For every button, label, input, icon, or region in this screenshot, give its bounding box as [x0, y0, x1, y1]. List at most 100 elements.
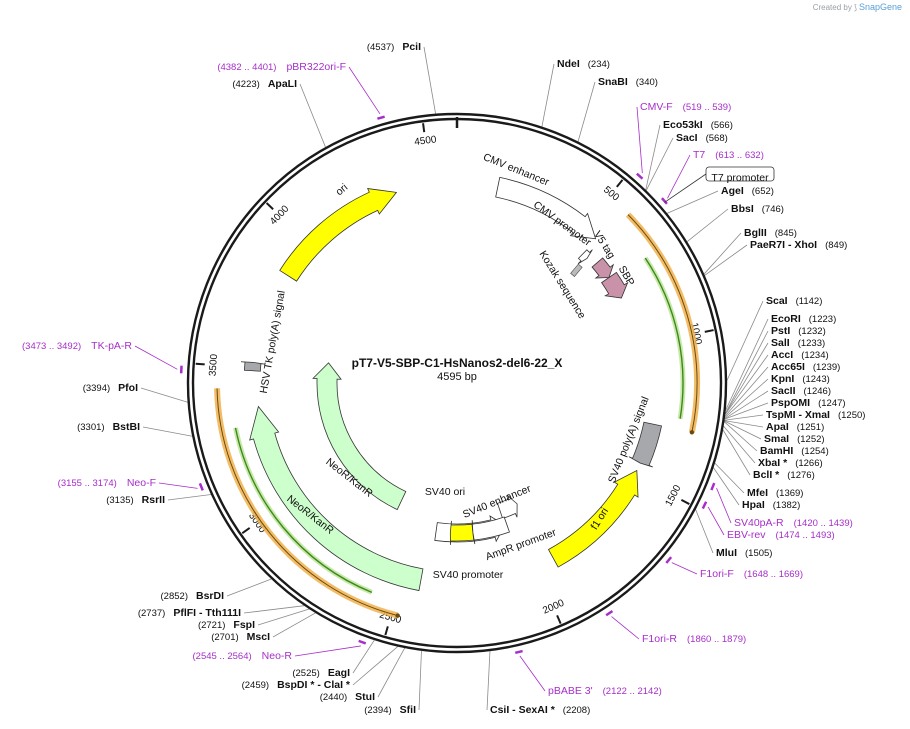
neor-kanr-outer-arrow — [249, 405, 424, 592]
site-leader — [703, 232, 742, 275]
site-leader — [423, 46, 437, 114]
tick-mark — [422, 123, 426, 133]
restriction-site-label[interactable]: (2701)MscI — [211, 631, 270, 643]
primer-leader — [707, 506, 725, 536]
restriction-site-label[interactable]: SacII(1246) — [771, 385, 831, 397]
primer-leader — [158, 482, 198, 489]
tick-label: 4500 — [414, 134, 438, 148]
primer-label[interactable]: T7(613 .. 632) — [693, 149, 764, 161]
cmv-promoter-arrow — [577, 249, 593, 265]
restriction-site-label[interactable]: BbsI(746) — [731, 203, 784, 215]
t7-promoter-label: T7 promoter — [711, 172, 769, 184]
restriction-site-label[interactable]: (2525)EagI — [292, 667, 350, 679]
site-leader — [724, 390, 769, 420]
restriction-site-label[interactable]: BamHI(1254) — [760, 445, 829, 457]
v5-tag-arrow — [591, 257, 615, 279]
restriction-site-label[interactable]: SmaI(1252) — [764, 433, 825, 445]
restriction-site-label[interactable]: SalI(1233) — [771, 337, 825, 349]
restriction-site-label[interactable]: (3301)BstBI — [77, 421, 140, 433]
ori-arrow — [279, 188, 398, 282]
primer-leader — [636, 106, 643, 174]
restriction-site-label[interactable]: KpnI(1243) — [771, 373, 830, 385]
site-leader — [724, 402, 769, 420]
site-leader — [724, 342, 769, 415]
restriction-site-label[interactable]: BglII(845) — [744, 227, 797, 239]
site-leader — [724, 330, 769, 414]
site-leader — [486, 650, 491, 711]
hsv-tk-polya-block — [241, 361, 265, 372]
restriction-site-label[interactable]: Eco53kI(566) — [663, 119, 733, 131]
restriction-site-label[interactable]: MfeI(1369) — [747, 487, 803, 499]
primer-binding-mark — [710, 482, 716, 491]
primer-binding-mark — [198, 482, 204, 491]
primer-label[interactable]: (2545 .. 2564)Neo-R — [193, 650, 293, 662]
kozak-block — [570, 263, 583, 277]
restriction-site-label[interactable]: (4537)PciI — [367, 41, 421, 53]
restriction-site-label[interactable]: (2852)BsrDI — [161, 590, 225, 602]
orf-neo-inner-line — [234, 427, 373, 593]
restriction-site-label[interactable]: PaeR7I - XhoI(849) — [750, 239, 847, 251]
sv40-promoter-label: SV40 promoter — [433, 569, 504, 581]
restriction-site-label[interactable]: TspMI - XmaI(1250) — [766, 409, 865, 421]
sv40-enhancer-label: SV40 enhancer — [461, 482, 533, 520]
site-leader — [723, 421, 758, 452]
restriction-site-label[interactable]: SacI(568) — [676, 132, 728, 144]
restriction-site-label[interactable]: NdeI(234) — [557, 58, 610, 70]
restriction-site-label[interactable]: (3135)RsrII — [106, 494, 165, 506]
site-leader — [418, 650, 422, 711]
sv40-ori-block — [449, 520, 475, 545]
site-leader — [577, 81, 596, 142]
restriction-site-label[interactable]: MluI(1505) — [716, 547, 772, 559]
restriction-site-label[interactable]: (4223)ApaLI — [232, 78, 297, 90]
primer-binding-mark — [605, 610, 614, 617]
primer-label[interactable]: SV40pA-R(1420 .. 1439) — [734, 517, 853, 529]
restriction-site-label[interactable]: (2440)StuI — [320, 691, 375, 703]
site-leader — [377, 647, 406, 698]
primer-leader — [519, 655, 546, 692]
restriction-site-label[interactable]: PstI(1232) — [771, 325, 826, 337]
primer-label[interactable]: (3473 .. 3492)TK-pA-R — [22, 340, 132, 352]
site-leader — [726, 300, 764, 381]
restriction-site-label[interactable]: PspOMI(1247) — [771, 397, 846, 409]
restriction-site-label[interactable]: HpaI(1382) — [742, 499, 800, 511]
site-leader — [686, 208, 729, 243]
restriction-site-label[interactable]: Acc65I(1239) — [771, 361, 840, 373]
restriction-site-label[interactable]: ApaI(1251) — [766, 421, 824, 433]
sv40-ori-label: SV40 ori — [425, 486, 465, 498]
primer-label[interactable]: EBV-rev(1474 .. 1493) — [727, 529, 835, 541]
restriction-site-label[interactable]: BclI *(1276) — [753, 469, 815, 481]
restriction-site-label[interactable]: SnaBI(340) — [598, 76, 658, 88]
site-leader — [724, 366, 769, 417]
primer-label[interactable]: (4382 .. 4401)pBR322ori-F — [217, 61, 346, 73]
primer-label[interactable]: F1ori-F(1648 .. 1669) — [700, 568, 803, 580]
t7-promoter-leader — [664, 173, 707, 203]
site-leader — [645, 124, 661, 190]
site-leader — [724, 420, 764, 428]
restriction-site-label[interactable]: (2394)SfiI — [364, 704, 416, 716]
primer-label[interactable]: (3155 .. 3174)Neo-F — [58, 477, 156, 489]
primer-label[interactable]: F1ori-R(1860 .. 1879) — [642, 633, 746, 645]
ori-label: ori — [334, 181, 351, 198]
restriction-site-label[interactable]: EcoRI(1223) — [771, 313, 836, 325]
primer-label[interactable]: pBABE 3'(2122 .. 2142) — [548, 685, 662, 697]
restriction-site-label[interactable]: (2721)FspI — [198, 619, 255, 631]
primer-label[interactable]: CMV-F(519 .. 539) — [640, 101, 731, 113]
restriction-site-label[interactable]: AccI(1234) — [771, 349, 829, 361]
sv40-enhancer-block — [471, 516, 510, 545]
restriction-site-label[interactable]: (2459)BspDI * - ClaI * — [242, 679, 351, 691]
restriction-site-label[interactable]: (3394)PfoI — [83, 382, 138, 394]
site-leader — [272, 612, 316, 638]
restriction-site-label[interactable]: ScaI(1142) — [766, 295, 822, 307]
ampr-promoter-arrow — [497, 494, 518, 520]
restriction-site-label[interactable]: AgeI(652) — [721, 185, 774, 197]
primer-leader — [716, 487, 732, 524]
credit-prefix: Created by — [812, 2, 852, 12]
orf-neo-end — [395, 613, 400, 618]
tick-label: 1500 — [663, 483, 683, 508]
restriction-site-label[interactable]: (2737)PflFI - Tth111I — [138, 607, 241, 619]
neor-kanr-inner-arrow — [312, 362, 407, 511]
restriction-site-label[interactable]: CsiI - SexAI *(2208) — [490, 704, 590, 716]
restriction-site-label[interactable]: XbaI *(1266) — [758, 457, 823, 469]
tick-mark — [384, 626, 389, 636]
